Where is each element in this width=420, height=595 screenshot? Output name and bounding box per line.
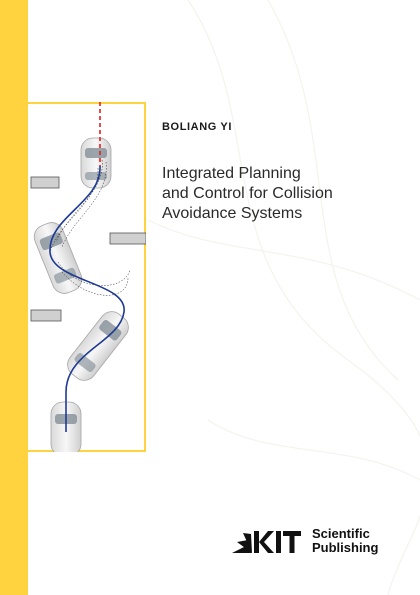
car-icon bbox=[67, 311, 129, 381]
title-line: and Control for Collision bbox=[162, 185, 333, 202]
title-line: Integrated Planning bbox=[162, 165, 301, 182]
obstacle-icon bbox=[30, 176, 60, 189]
obstacle-icon bbox=[109, 232, 146, 245]
trajectory-icon bbox=[49, 165, 125, 432]
obstacle-icon bbox=[30, 309, 62, 322]
background-watermark bbox=[148, 0, 420, 595]
yellow-spine-band bbox=[0, 0, 28, 595]
publisher-name: Scientific Publishing bbox=[312, 527, 378, 555]
car-icon bbox=[80, 137, 112, 189]
kit-logo-icon bbox=[232, 531, 301, 553]
title-line: Avoidance Systems bbox=[162, 205, 303, 222]
publisher-name-line: Publishing bbox=[312, 540, 379, 555]
trajectory-illustration bbox=[30, 102, 146, 452]
author-name: BOLIANG YI bbox=[162, 121, 232, 133]
book-title: Integrated Planning and Control for Coll… bbox=[162, 164, 402, 224]
publisher-block: Scientific Publishing bbox=[232, 524, 378, 558]
publisher-name-line: Scientific bbox=[312, 526, 370, 541]
car-icon bbox=[33, 222, 83, 294]
